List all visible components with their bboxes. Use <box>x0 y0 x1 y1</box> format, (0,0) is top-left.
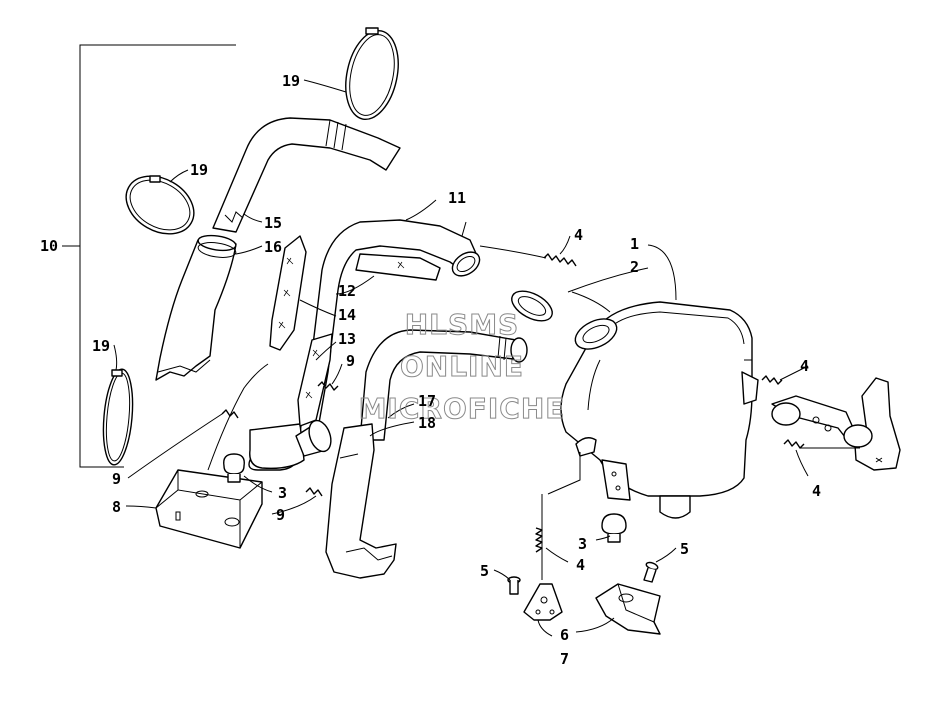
callout-12: 12 <box>338 282 356 300</box>
spring-4-bottom <box>535 527 543 553</box>
bolt-5-left <box>507 576 521 595</box>
callout-18: 18 <box>418 414 436 432</box>
pipe-17 <box>359 329 528 441</box>
callout-7: 7 <box>560 650 569 668</box>
pipe-16 <box>155 234 237 381</box>
grommet-3-right <box>601 513 627 543</box>
callout-19-middle: 19 <box>190 161 208 179</box>
clamp-19-bottom <box>102 368 134 466</box>
mount-plate-6 <box>595 583 661 635</box>
callout-4-right-upper: 4 <box>800 357 809 375</box>
watermark-line-3: MICROFICHE <box>359 392 566 425</box>
grommet-3-left <box>223 453 245 483</box>
callouts: 1 2 3 3 4 4 4 4 5 5 6 7 8 9 9 9 10 11 12… <box>40 72 821 668</box>
callout-13: 13 <box>338 330 356 348</box>
leader-lines <box>113 79 860 637</box>
callout-16: 16 <box>264 238 282 256</box>
heat-shield-14 <box>269 235 307 351</box>
muffler-1 <box>560 301 759 519</box>
callout-4-bottom: 4 <box>576 556 585 574</box>
clamp-19-middle <box>125 175 195 235</box>
mount-7 <box>523 583 563 621</box>
assembly-bracket-10 <box>62 44 236 468</box>
callout-9-left: 9 <box>112 470 121 488</box>
watermark-line-2: ONLINE <box>400 350 524 383</box>
callout-19-bottom: 19 <box>92 337 110 355</box>
callout-14: 14 <box>338 306 356 324</box>
watermark: HLSMS ONLINE MICROFICHE <box>358 308 566 426</box>
callout-10: 10 <box>40 237 58 255</box>
clamp-19-top <box>345 27 399 121</box>
bracket-8 <box>155 469 263 549</box>
callout-8: 8 <box>112 498 121 516</box>
callout-9-lower: 9 <box>276 506 285 524</box>
watermark-line-1: HLSMS <box>405 308 519 341</box>
spring-4-right-lower <box>783 439 805 449</box>
callout-3-right: 3 <box>578 535 587 553</box>
callout-15: 15 <box>264 214 282 232</box>
callout-2: 2 <box>630 258 639 276</box>
spring-4-upper <box>543 253 577 267</box>
pipe-outlet-cone <box>295 419 332 457</box>
pipe-15 <box>212 117 401 233</box>
callout-4-right-lower: 4 <box>812 482 821 500</box>
callout-3-left: 3 <box>278 484 287 502</box>
spring-9-right <box>317 381 339 391</box>
gasket-ring <box>511 290 553 322</box>
heat-shield-18 <box>325 423 397 579</box>
callout-17: 17 <box>418 392 436 410</box>
callout-11: 11 <box>448 189 466 207</box>
muffler-mount-bracket <box>771 377 901 471</box>
callout-9-right: 9 <box>346 352 355 370</box>
spring-4-right-upper <box>761 375 783 385</box>
bolt-5-right <box>643 561 659 583</box>
heat-shield-12 <box>355 253 441 281</box>
callout-1: 1 <box>630 235 639 253</box>
callout-4-upper: 4 <box>574 226 583 244</box>
callout-5-left: 5 <box>480 562 489 580</box>
callout-5-right: 5 <box>680 540 689 558</box>
spring-9-lower <box>305 487 323 497</box>
callout-19-top: 19 <box>282 72 300 90</box>
callout-6: 6 <box>560 626 569 644</box>
